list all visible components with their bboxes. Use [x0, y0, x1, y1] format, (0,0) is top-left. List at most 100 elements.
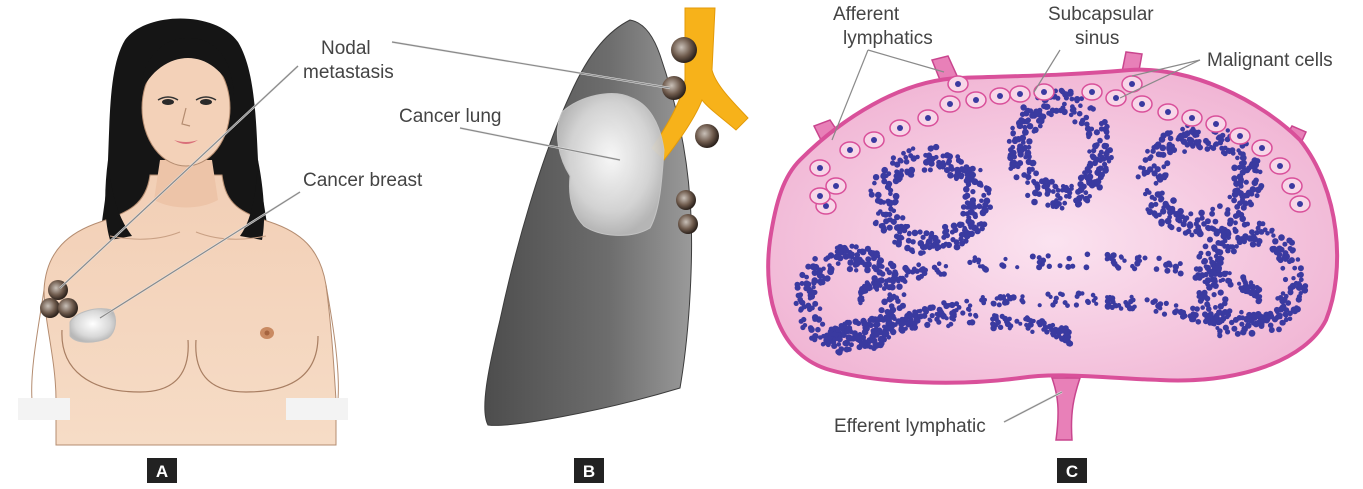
lymphocyte	[1045, 104, 1051, 110]
lymphocyte	[1097, 184, 1103, 190]
lymphocyte	[1060, 89, 1065, 94]
lymphocyte	[1276, 246, 1282, 252]
lymphocyte	[1204, 315, 1210, 321]
lymphocyte	[959, 222, 964, 227]
lymphocyte	[894, 295, 899, 300]
label-nodal-metastasis-2: metastasis	[303, 62, 394, 83]
lymphocyte	[1055, 193, 1060, 198]
lymphocyte	[1187, 222, 1194, 229]
lymphocyte	[1074, 302, 1079, 307]
lymphocyte	[903, 155, 908, 160]
malignant-cell-nucleus	[955, 81, 961, 87]
lymphocyte	[1268, 323, 1274, 329]
lymphocyte	[1105, 295, 1109, 299]
lymphocyte	[1037, 260, 1042, 265]
lymphocyte	[1210, 315, 1214, 319]
lymphocyte	[1153, 143, 1160, 150]
lymphocyte	[1210, 320, 1216, 326]
lymphocyte	[930, 304, 936, 310]
lymphocyte	[1094, 129, 1100, 135]
lymphocyte	[1180, 127, 1185, 132]
lymphocyte	[1010, 294, 1016, 300]
lymphocyte	[1174, 308, 1179, 313]
malignant-cell-nucleus	[833, 183, 839, 189]
lymphocyte	[1288, 285, 1294, 291]
lymphocyte	[991, 301, 996, 306]
lymphocyte	[1220, 138, 1224, 142]
lymphocyte	[1155, 303, 1161, 309]
lymphocyte	[1292, 266, 1297, 271]
lymphocyte	[1238, 286, 1243, 291]
lymphocyte	[904, 159, 910, 165]
lymphocyte	[888, 217, 893, 222]
lymphocyte	[1250, 230, 1255, 235]
lymphocyte	[866, 261, 872, 267]
lymphocyte	[1060, 188, 1065, 193]
lymphocyte	[1069, 113, 1074, 118]
lymphocyte	[1220, 133, 1225, 138]
label-afferent-2: lymphatics	[843, 28, 933, 49]
lymphocyte	[912, 230, 919, 237]
lymphocyte	[808, 325, 814, 331]
lymphocyte	[1233, 220, 1238, 225]
lymphocyte	[946, 160, 951, 165]
lymphocyte	[1015, 265, 1019, 269]
lymphocyte	[1089, 105, 1094, 110]
lymphocyte	[1205, 225, 1211, 231]
lymphocyte	[969, 319, 975, 325]
lymphocyte	[1030, 162, 1035, 167]
lymphocyte	[929, 231, 934, 236]
lymphocyte	[1205, 282, 1210, 287]
lymphocyte	[1204, 264, 1208, 268]
lymphocyte	[918, 309, 922, 313]
lymphocyte	[1196, 290, 1202, 296]
lymphocyte	[1143, 192, 1148, 197]
lymphocyte	[887, 270, 892, 275]
lymphocyte	[1027, 123, 1033, 129]
lymphocyte	[978, 168, 982, 172]
lymphocyte	[956, 158, 962, 164]
lymphocyte	[1003, 257, 1007, 261]
lymphocyte	[844, 340, 851, 347]
lymphocyte	[1278, 295, 1284, 301]
lymphocyte	[1020, 294, 1024, 298]
lymphocyte	[1008, 323, 1013, 328]
lymphocyte	[1242, 278, 1247, 283]
lymphocyte	[1089, 127, 1094, 132]
lymphocyte	[805, 286, 811, 292]
lymphocyte	[1217, 271, 1223, 277]
lymphocyte	[890, 263, 897, 270]
lymphocyte	[837, 336, 842, 341]
lymphocyte	[1243, 168, 1248, 173]
lymphocyte	[1132, 305, 1136, 309]
lymphocyte	[1147, 156, 1152, 161]
lymphocyte	[886, 171, 891, 176]
lymphocyte	[1194, 306, 1200, 312]
lymphocyte	[867, 287, 871, 291]
lymphocyte	[856, 321, 861, 326]
lymphocyte	[942, 224, 948, 230]
label-subcapsular-1: Subcapsular	[1048, 4, 1154, 25]
lymphocyte	[1269, 228, 1274, 233]
lymphocyte	[929, 245, 934, 250]
lymphocyte	[1238, 151, 1243, 156]
lymphocyte	[1032, 129, 1037, 134]
lymphocyte	[812, 256, 818, 262]
lymphocyte	[1270, 248, 1274, 252]
lymphocyte	[1203, 244, 1209, 250]
lymphocyte	[997, 302, 1002, 307]
lymphocyte	[1217, 259, 1224, 266]
lymphocyte	[893, 271, 898, 276]
lymphocyte	[1225, 248, 1231, 254]
lymphocyte	[947, 172, 954, 179]
lymphocyte	[902, 228, 908, 234]
lymphocyte	[921, 235, 926, 240]
lymphocyte	[1051, 189, 1056, 194]
lymphocyte	[908, 153, 913, 158]
lymphocyte	[1037, 255, 1042, 260]
lymphocyte	[1030, 254, 1036, 260]
lymphocyte	[1061, 328, 1066, 333]
lymphocyte	[976, 203, 982, 209]
lymphocyte	[968, 220, 974, 226]
malignant-cell-nucleus	[1089, 89, 1095, 95]
